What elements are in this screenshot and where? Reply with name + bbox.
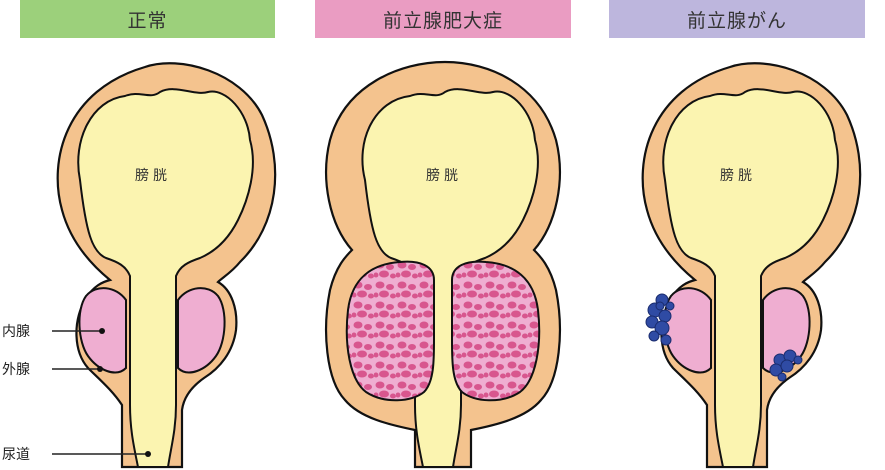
urethra-marker — [145, 451, 151, 457]
header-bph-label: 前立腺肥大症 — [382, 9, 503, 32]
bph-gland-left — [345, 260, 435, 402]
organ-label-cancer: 膀胱 — [720, 167, 756, 184]
bph-gland-right — [451, 260, 541, 402]
inner-gland-right — [177, 287, 226, 374]
organ-label-normal: 膀胱 — [135, 167, 171, 184]
tumor-left — [645, 293, 675, 346]
header-normal-label: 正常 — [127, 9, 168, 32]
outer-gland-label: 外腺 — [2, 362, 30, 378]
panel-cancer: 膀胱 — [641, 62, 862, 469]
header-cancer-label: 前立腺がん — [686, 9, 787, 32]
annotation-urethra: 尿道 — [2, 447, 151, 463]
organ-label-bph: 膀胱 — [426, 167, 462, 184]
inner-gland-marker — [99, 328, 105, 334]
inner-gland-label: 内腺 — [2, 324, 30, 340]
bladder-lumen — [77, 88, 254, 468]
header-bph: 前立腺肥大症 — [315, 0, 571, 38]
tumor-right — [769, 349, 803, 382]
bladder-lumen — [662, 88, 839, 468]
header-normal: 正常 — [20, 0, 275, 38]
annotation-outer-gland: 外腺 — [2, 362, 103, 378]
annotation-inner-gland: 内腺 — [2, 324, 105, 340]
header-cancer: 前立腺がん — [609, 0, 865, 38]
outer-gland-marker — [97, 366, 103, 372]
urethra-label: 尿道 — [2, 447, 30, 463]
panel-normal: 膀胱 — [56, 62, 277, 469]
panel-bph: 膀胱 — [325, 60, 561, 469]
